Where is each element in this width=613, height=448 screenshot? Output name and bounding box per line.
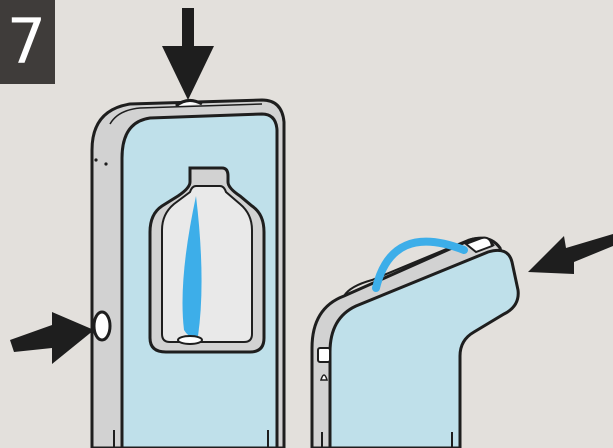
right-device-notch <box>318 348 330 362</box>
right-arrow-icon <box>10 312 94 364</box>
left-device <box>92 100 284 448</box>
left-device-side-dot <box>94 158 97 161</box>
right-device-face <box>330 250 518 448</box>
left-device-side-dot <box>104 162 107 165</box>
left-device-cutout-inner <box>162 186 252 342</box>
right-device <box>312 238 518 448</box>
left-device-side-button <box>94 312 110 340</box>
left-arrow-icon <box>528 234 613 274</box>
left-device-hole <box>178 336 202 344</box>
down-arrow-icon <box>162 8 214 100</box>
